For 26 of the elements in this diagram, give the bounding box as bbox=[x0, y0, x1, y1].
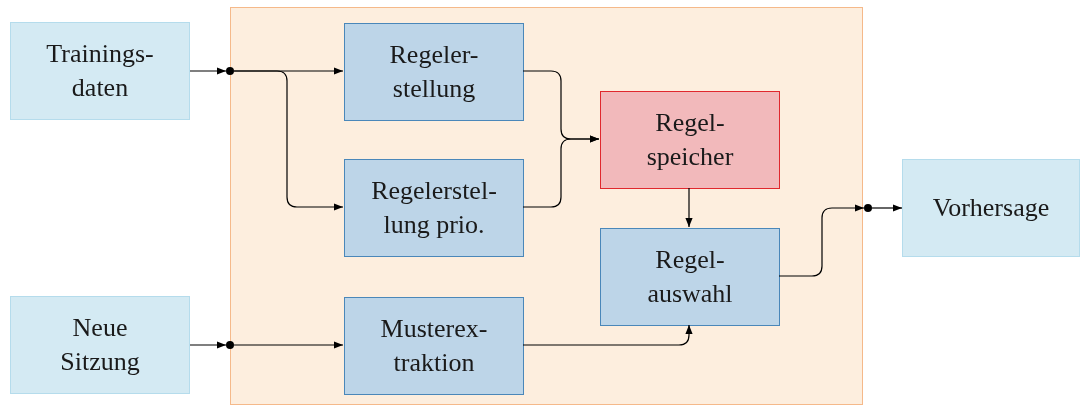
node-label: Regel- auswahl bbox=[646, 244, 734, 310]
arrow bbox=[189, 67, 227, 75]
node-label: Vorhersage bbox=[931, 192, 1051, 224]
arrow bbox=[522, 324, 693, 346]
arrow bbox=[189, 341, 227, 349]
node-label: Musterex- traktion bbox=[379, 313, 489, 379]
io-box bbox=[10, 22, 190, 120]
arrow bbox=[685, 187, 693, 228]
arrow bbox=[522, 135, 600, 208]
process-panel bbox=[230, 7, 863, 405]
arrow bbox=[233, 341, 344, 349]
arrow bbox=[233, 70, 344, 211]
node-label: Regeler- stellung bbox=[388, 39, 480, 105]
node-label: Regel- speicher bbox=[645, 107, 735, 173]
arrow bbox=[778, 204, 865, 277]
arrow bbox=[871, 204, 903, 212]
process-box bbox=[344, 297, 524, 395]
process-box bbox=[344, 159, 524, 257]
node-label: Neue Sitzung bbox=[59, 312, 141, 378]
io-box bbox=[10, 296, 190, 394]
storage-box bbox=[600, 91, 780, 189]
node-label: Regelerstel- lung prio. bbox=[370, 175, 498, 241]
io-box bbox=[902, 159, 1080, 257]
process-box bbox=[344, 23, 524, 121]
node-label: Trainings- daten bbox=[45, 38, 155, 104]
process-box bbox=[600, 228, 780, 326]
